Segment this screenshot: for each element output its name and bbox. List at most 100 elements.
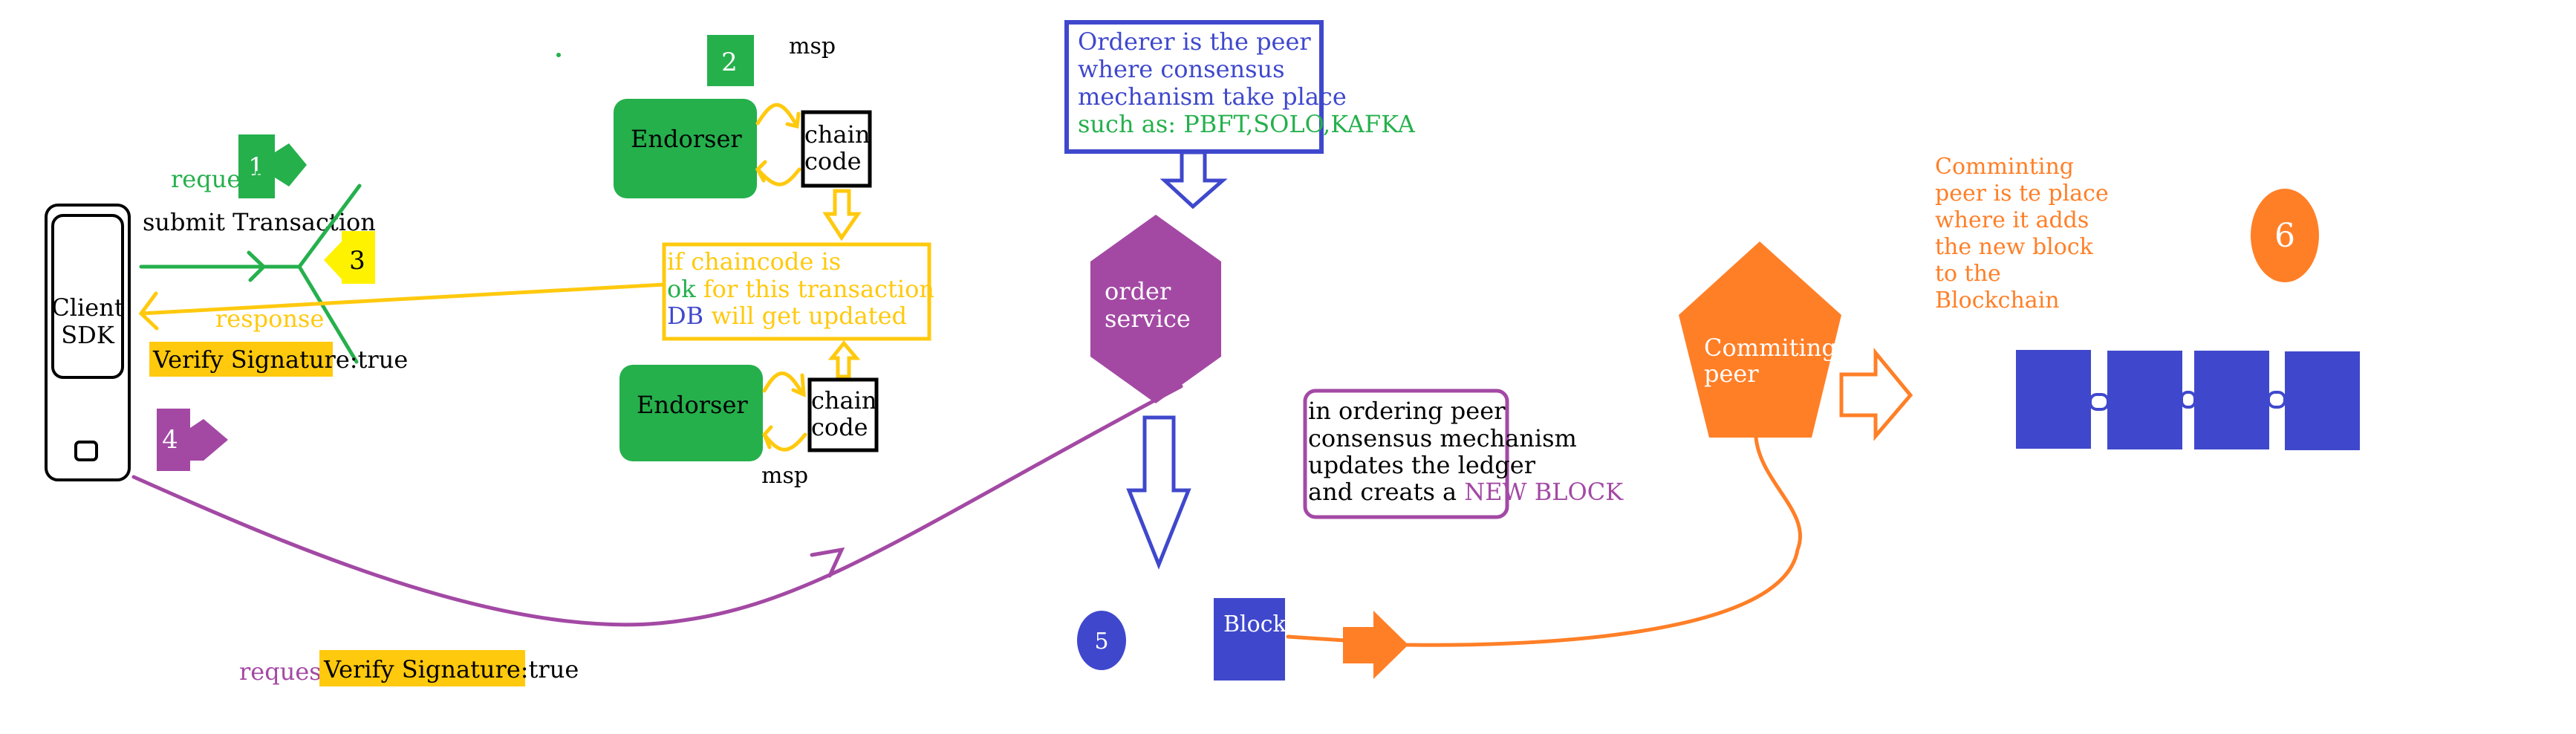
blockchain-block[interactable]: [2016, 350, 2091, 449]
step-4-arrow-badge: 4: [157, 409, 228, 471]
new-block[interactable]: Block: [1214, 598, 1287, 681]
ordering-peer-note: in ordering peer consensus mechanism upd…: [1303, 389, 1624, 519]
orderer-note-line3: mechanism take place: [1078, 82, 1347, 111]
order-service-line1: order: [1105, 277, 1171, 305]
submit-transaction-arrow: [139, 184, 362, 364]
step-5-number: 5: [1094, 629, 1108, 655]
chain-link-icon: [2180, 391, 2196, 409]
order-service-hexagon: [1090, 215, 1221, 403]
request-label: request: [171, 165, 263, 193]
chaincode-1-down-arrow-icon: [822, 189, 862, 241]
committing-peer-node[interactable]: Commiting peer: [1679, 241, 1841, 438]
step-4-number: 4: [162, 425, 178, 455]
committing-peer-note: Comminting peer is te place where it add…: [1935, 154, 2109, 314]
request-to-orderer-curve: [131, 384, 1183, 627]
chaincode-2-line2: code: [811, 413, 868, 441]
verify-signature-text-1: Verify Signature:true: [152, 345, 408, 374]
stray-dot: [556, 53, 561, 57]
committing-note-line5: to the: [1935, 261, 2001, 287]
step-2-badge: [707, 35, 754, 86]
chaincode-box-1[interactable]: chain code: [801, 110, 872, 188]
db-word: DB: [667, 302, 703, 330]
chaincode-note-line3-rest: will get updated: [703, 302, 907, 330]
orderer-note-line1: Orderer is the peer: [1078, 27, 1311, 56]
chaincode-note-line2-rest: for this transaction: [696, 275, 934, 303]
chaincode-note: if chaincode is ok for this transaction …: [662, 242, 934, 341]
endorser-2-label: Endorser: [637, 391, 748, 419]
endorser-2-chaincode-loop: [762, 371, 807, 452]
commit-to-chain-arrow-icon: [1839, 348, 1913, 441]
step-6-badge: 6: [2251, 189, 2319, 282]
endorser-2-box: [619, 365, 763, 461]
block-to-commit-line: [1286, 435, 1803, 647]
step-4-arrow-icon: [157, 409, 228, 471]
orderer-note-line4: such as: PBFT,SOLO,KAFKA: [1078, 110, 1416, 138]
verify-signature-badge-1: [149, 342, 333, 377]
chaincode-2-up-arrow-icon: [827, 340, 861, 379]
step-1-arrow-badge: 1: [238, 134, 307, 198]
orderer-note: Orderer is the peer where consensus mech…: [1064, 20, 1416, 154]
endorser-2[interactable]: Endorser: [619, 365, 763, 461]
step-6-number: 6: [2274, 217, 2295, 255]
ok-word: ok: [667, 275, 696, 303]
step-1-number: 1: [248, 152, 264, 182]
chaincode-2-line1: chain: [811, 386, 876, 415]
committing-note-line2: peer is te place: [1935, 181, 2109, 207]
endorser-1-chaincode-loop: [755, 103, 801, 186]
submit-transaction-label: submit Transaction: [143, 208, 376, 236]
verify-signature-badge-2: [319, 650, 525, 686]
committing-peer-pentagon: [1679, 241, 1841, 438]
msp-label-bottom: msp: [761, 463, 808, 489]
step-1-arrow-icon: [238, 134, 307, 198]
msp-label-top: msp: [789, 33, 836, 59]
ordering-note-line1: in ordering peer: [1308, 397, 1506, 425]
phone-home-button: [74, 441, 98, 461]
blockchain: [2016, 350, 2360, 450]
chaincode-1-line1: chain: [804, 120, 870, 149]
chaincode-note-line3: DB will get updated: [667, 302, 907, 330]
block-to-commit-arrow-icon: [1343, 611, 1408, 679]
step-5-circle: [1077, 611, 1126, 670]
orderer-down-arrow-icon: [1159, 150, 1228, 210]
committing-peer-line1: Commiting: [1704, 334, 1837, 362]
blockchain-block[interactable]: [2107, 351, 2182, 449]
chaincode-note-line2: ok for this transaction: [667, 275, 934, 303]
endorser-1[interactable]: Endorser: [614, 99, 757, 198]
committing-note-line4: the new block: [1935, 234, 2094, 260]
order-service-line2: service: [1105, 305, 1191, 333]
verify-signature-text-2: Verify Signature:true: [323, 655, 579, 683]
ordering-note-line3: updates the ledger: [1308, 451, 1536, 479]
chaincode-box-1-frame: [801, 110, 872, 188]
chaincode-1-line2: code: [804, 147, 862, 175]
chain-link-icon: [2267, 391, 2286, 409]
chain-link-icon: [2089, 393, 2110, 411]
endorser-1-label: Endorser: [631, 125, 742, 153]
endorser-1-box: [614, 99, 757, 198]
blockchain-block[interactable]: [2194, 351, 2269, 449]
orderer-note-line2: where consensus: [1078, 55, 1285, 83]
ordering-note-line4: and creats a NEW BLOCK: [1308, 478, 1624, 506]
chaincode-box-2-frame: [807, 377, 879, 452]
ordering-peer-note-frame: [1303, 389, 1509, 519]
client-label-line2: SDK: [61, 321, 115, 349]
new-block-label: Block: [1223, 611, 1287, 637]
phone-screen: [51, 214, 124, 379]
order-service-node[interactable]: order service: [1090, 215, 1221, 403]
chaincode-note-frame: [662, 242, 931, 341]
new-block-box: [1214, 598, 1285, 681]
step-3-number: 3: [349, 246, 365, 276]
committing-note-line3: where it adds: [1935, 207, 2089, 233]
orderer-note-frame: [1064, 20, 1324, 154]
committing-note-line6: Blockchain: [1935, 288, 2060, 314]
step-3-arrow-badge: 3: [324, 231, 375, 284]
chaincode-note-line1: if chaincode is: [667, 247, 841, 276]
client-sdk-device[interactable]: Client SDK: [45, 204, 131, 481]
step-6-circle: [2251, 189, 2319, 282]
ordering-note-line4-prefix: and creats a: [1308, 478, 1464, 506]
committing-peer-line2: peer: [1704, 360, 1759, 388]
client-label-line1: Client: [51, 293, 124, 322]
ordering-down-arrow-icon: [1126, 415, 1191, 570]
chaincode-box-2[interactable]: chain code: [807, 377, 879, 452]
blockchain-block[interactable]: [2285, 351, 2360, 450]
ordering-note-line2: consensus mechanism: [1308, 424, 1577, 452]
